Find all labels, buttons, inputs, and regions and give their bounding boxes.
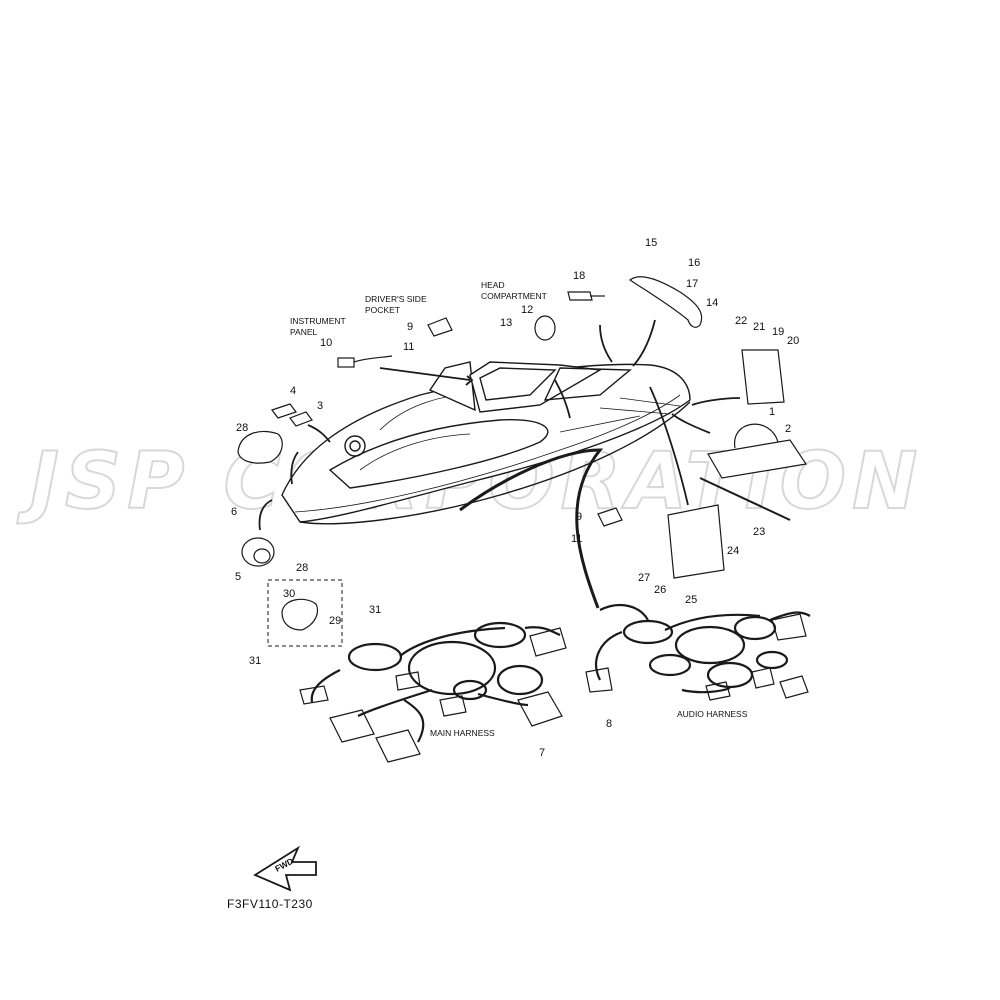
callout-21: 21 bbox=[753, 321, 765, 333]
callout-9-upper: 9 bbox=[407, 321, 413, 333]
leader-arrows bbox=[258, 319, 741, 531]
callout-23: 23 bbox=[753, 526, 765, 538]
callout-10: 10 bbox=[320, 337, 332, 349]
callout-26: 26 bbox=[654, 584, 666, 596]
callout-17: 17 bbox=[686, 278, 698, 290]
callout-4: 4 bbox=[290, 385, 296, 397]
harness-routing bbox=[459, 448, 604, 609]
caption-instrument-panel-line2: PANEL bbox=[290, 327, 318, 337]
callout-27: 27 bbox=[638, 572, 650, 584]
callout-5: 5 bbox=[235, 571, 241, 583]
callout-11-upper: 11 bbox=[403, 341, 414, 353]
forward-arrow: FWD bbox=[253, 845, 317, 892]
caption-instrument-panel-line1: INSTRUMENT bbox=[290, 316, 346, 326]
callout-31-left: 31 bbox=[249, 655, 261, 667]
callout-6: 6 bbox=[231, 506, 237, 518]
callout-7: 7 bbox=[539, 747, 545, 759]
callout-15: 15 bbox=[645, 237, 657, 249]
part-28-group-box bbox=[267, 579, 343, 647]
callout-14: 14 bbox=[706, 297, 718, 309]
callout-22: 22 bbox=[735, 315, 747, 327]
callout-30: 30 bbox=[283, 588, 295, 600]
caption-audio-harness: AUDIO HARNESS bbox=[677, 709, 748, 719]
part-sketches bbox=[237, 276, 809, 763]
callout-18: 18 bbox=[573, 270, 585, 282]
callout-3: 3 bbox=[317, 400, 323, 412]
callout-25: 25 bbox=[685, 594, 697, 606]
callout-28-lower: 28 bbox=[296, 562, 308, 574]
callout-28-upper: 28 bbox=[236, 422, 248, 434]
windshield bbox=[428, 361, 632, 413]
callout-13: 13 bbox=[500, 317, 512, 329]
callout-2: 2 bbox=[785, 423, 791, 435]
caption-drivers-side-pocket-line1: DRIVER'S SIDE bbox=[365, 294, 427, 304]
callout-8: 8 bbox=[606, 718, 612, 730]
callout-9-lower: 9 bbox=[576, 511, 582, 523]
caption-main-harness: MAIN HARNESS bbox=[430, 728, 495, 738]
wiring-harness-loops bbox=[310, 603, 811, 743]
callout-24: 24 bbox=[727, 545, 739, 557]
callout-1: 1 bbox=[769, 406, 775, 418]
caption-head-compartment-line1: HEAD bbox=[481, 280, 505, 290]
caption-drivers-side-pocket-line2: POCKET bbox=[365, 305, 400, 315]
caption-head-compartment-line2: COMPARTMENT bbox=[481, 291, 547, 301]
boat-hull bbox=[281, 363, 691, 525]
callout-29: 29 bbox=[329, 615, 341, 627]
callout-20: 20 bbox=[787, 335, 799, 347]
callout-16: 16 bbox=[688, 257, 700, 269]
figure-code: F3FV110-T230 bbox=[227, 897, 313, 911]
callout-31-right: 31 bbox=[369, 604, 381, 616]
callout-12: 12 bbox=[521, 304, 533, 316]
callout-11-lower: 11 bbox=[571, 533, 582, 545]
callout-19: 19 bbox=[772, 326, 784, 338]
